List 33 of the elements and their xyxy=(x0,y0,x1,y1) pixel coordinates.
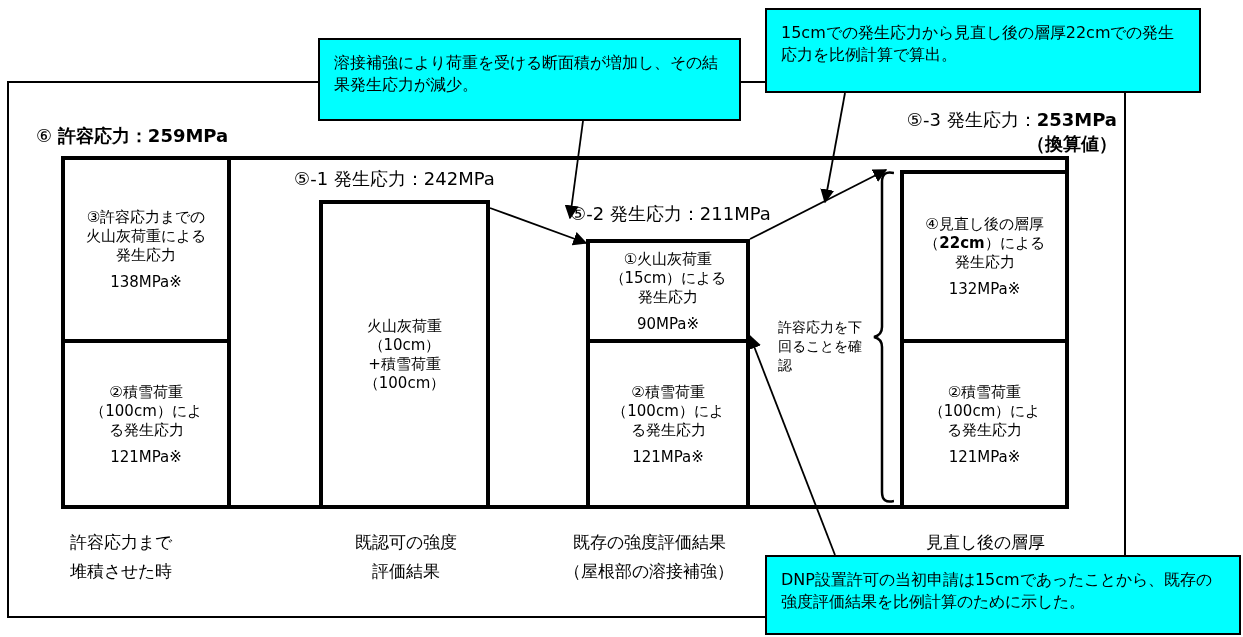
brace-note: 許容応力を下回ることを確認 xyxy=(778,318,863,375)
load-description: ②積雪荷重（100cm）による発生応力 xyxy=(611,382,725,440)
column-caption: 見直し後の層厚 xyxy=(924,531,1046,554)
frame-heading: ⑥ 許容応力：259MPa xyxy=(36,124,229,148)
stress-value: 90MPa※ xyxy=(636,314,700,333)
stress-value: 121MPa※ xyxy=(632,447,704,466)
column-caption: 既認可の強度評価結果 xyxy=(354,531,458,583)
callout-text: DNP設置許可の当初申請は15cmであったことから、既存の強度評価結果を比例計算のために示した。 xyxy=(781,569,1213,614)
callout-text: 溶接補強により荷重を受ける断面積が増加し、その結果発生応力が減少。 xyxy=(334,52,719,97)
arrow xyxy=(748,334,836,556)
load-description: ③許容応力までの火山灰荷重による発生応力 xyxy=(85,208,207,265)
arrow xyxy=(749,169,888,240)
callout-box xyxy=(765,555,1241,635)
load-description: ①火山灰荷重（15cm）による発生応力 xyxy=(608,249,728,307)
load-description: 火山灰荷重（10cm）+積雪荷重（100cm） xyxy=(362,316,447,393)
load-description: ④見直し後の層厚（22cm）による発生応力 xyxy=(923,215,1046,272)
column-caption: 許容応力まで堆積させた時 xyxy=(70,531,173,583)
arrow xyxy=(489,207,588,246)
curly-brace xyxy=(872,170,894,504)
load-description: ②積雪荷重（100cm）による発生応力 xyxy=(927,382,1042,440)
callout-text: 15cmでの発生応力から見直し後の層厚22cmでの発生応力を比例計算で算出。 xyxy=(781,22,1176,67)
stress-value: 121MPa※ xyxy=(948,447,1021,466)
stress-value: 138MPa※ xyxy=(110,273,182,291)
stress-heading: ⑤-3 発生応力：253MPa（換算値） xyxy=(905,108,1117,157)
stress-value: 121MPa※ xyxy=(110,447,182,466)
load-description: ②積雪荷重（100cm）による発生応力 xyxy=(89,382,203,440)
stress-heading: ⑤-1 発生応力：242MPa xyxy=(294,167,496,191)
column-caption: 既存の強度評価結果（屋根部の溶接補強） xyxy=(563,531,735,583)
stress-value: 132MPa※ xyxy=(948,280,1021,298)
callout-box xyxy=(318,38,741,121)
arrow xyxy=(564,120,584,220)
callout-box xyxy=(765,8,1201,93)
arrow xyxy=(820,92,846,204)
